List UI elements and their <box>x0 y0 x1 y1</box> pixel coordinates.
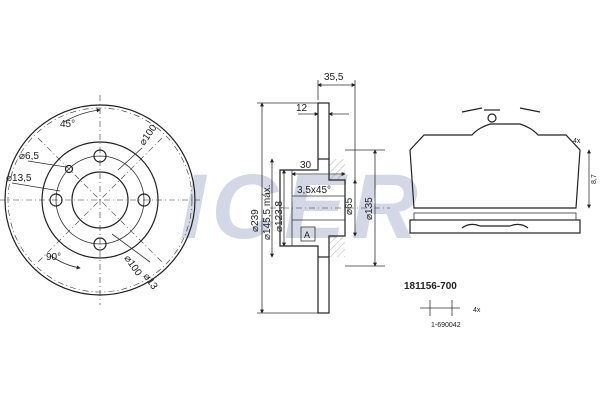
pad-friction-face <box>409 123 581 209</box>
pad-thickness-label: 8,7 <box>591 174 598 184</box>
pad-quantity-label: 4x <box>573 138 581 145</box>
pcd-lower-label: ⌀100 <box>122 253 144 278</box>
locating-hole <box>64 164 74 174</box>
bolt-hole <box>93 149 107 163</box>
outer-diameter-label: ⌀239 <box>250 209 261 232</box>
accessory-clip-drawing <box>420 300 460 316</box>
disc-front-view <box>0 95 200 305</box>
max-diameter-label: ⌀145,5 máx. <box>262 184 273 240</box>
bolt-hole <box>49 193 63 207</box>
overall-width-label: 35,5 <box>324 72 344 83</box>
angle-top-label: 45° <box>60 119 75 130</box>
bolt-hole <box>137 193 151 207</box>
accessory-code: 1-690042 <box>431 322 461 329</box>
accessory-quantity: 4x <box>473 307 481 314</box>
chamfer-label: 3,5x45° <box>297 185 331 196</box>
hat-diameter-label: ⌀135 <box>364 197 375 220</box>
brake-pad-drawing <box>409 107 591 234</box>
angle-bottom-label: 90° <box>46 252 61 263</box>
hole-small-diameter: ⌀6,5 <box>19 151 39 162</box>
disc-thickness-label: 12 <box>296 103 308 114</box>
bolt-hole <box>93 237 107 251</box>
disc-section-view <box>257 80 390 314</box>
hole-lower-label: ⌀13 <box>141 271 160 292</box>
datum-marker-box <box>300 226 316 242</box>
hub-diameter-label: ⌀123,8 <box>274 201 285 232</box>
hole-medium-diameter: ⌀13,5 <box>6 173 32 184</box>
hub-depth-label: 30 <box>300 160 312 171</box>
datum-marker-label: A <box>304 230 310 240</box>
section-ring-top <box>317 102 330 160</box>
pcd-label: ⌀100 <box>137 122 159 147</box>
center-diameter-label: ⌀65 <box>344 197 355 215</box>
watermark-logo: ICER <box>180 156 424 258</box>
kit-code: 181156-700 <box>404 281 457 292</box>
section-ring-bottom <box>317 256 330 314</box>
hat-outline <box>279 159 319 257</box>
